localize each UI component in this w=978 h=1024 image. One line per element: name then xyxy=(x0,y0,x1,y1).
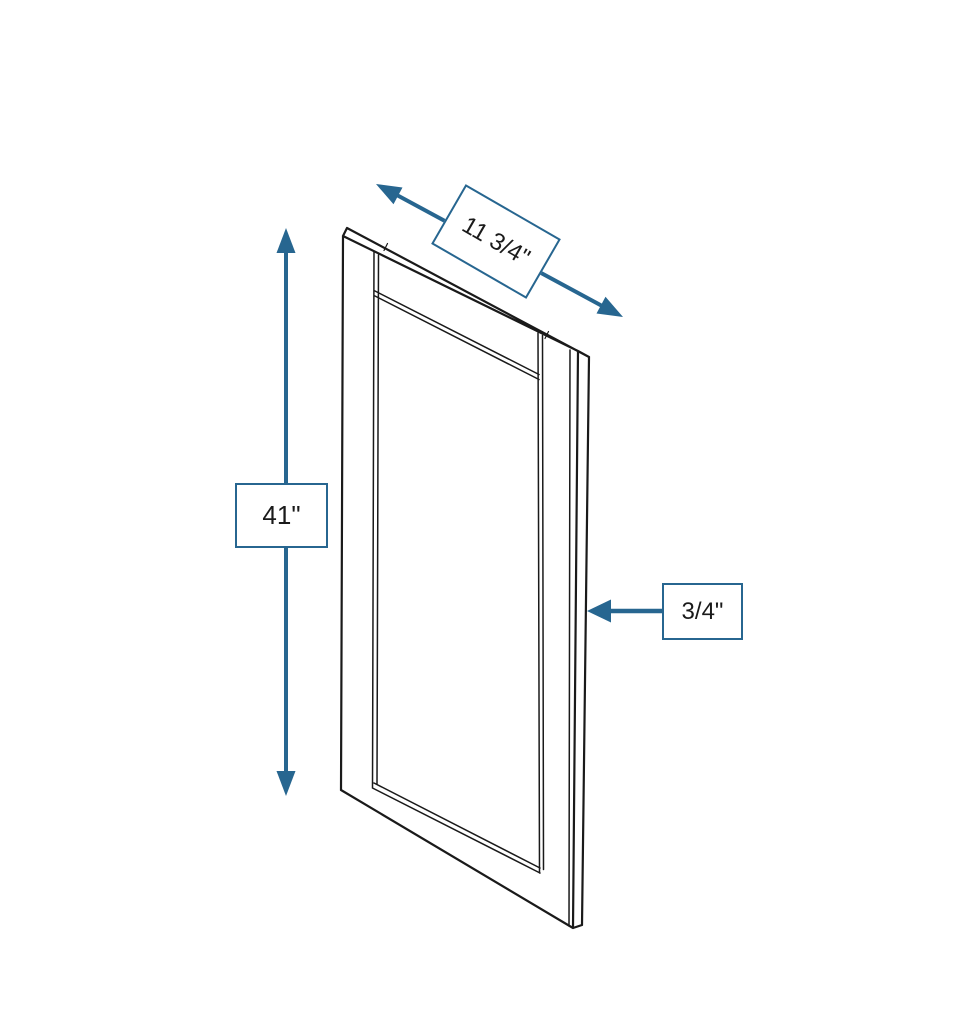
door-frame-details xyxy=(371,250,571,927)
door-outer-edges xyxy=(339,226,591,930)
arrow-down-right-icon xyxy=(596,296,623,317)
arrow-up-left-icon xyxy=(376,184,403,205)
height-dimension-label: 41" xyxy=(235,483,328,548)
arrow-down-icon xyxy=(276,771,296,796)
thickness-dimension-value: 3/4" xyxy=(681,597,724,625)
height-dimension-value: 41" xyxy=(262,500,301,530)
arrow-left-icon xyxy=(587,599,611,623)
thickness-dimension-label: 3/4" xyxy=(662,583,743,640)
top-edge-joint-ticks xyxy=(383,242,550,340)
width-dimension-value: 11 3/4" xyxy=(457,211,535,272)
arrow-up-icon xyxy=(276,228,296,253)
thickness-dimension-arrow xyxy=(587,599,666,623)
